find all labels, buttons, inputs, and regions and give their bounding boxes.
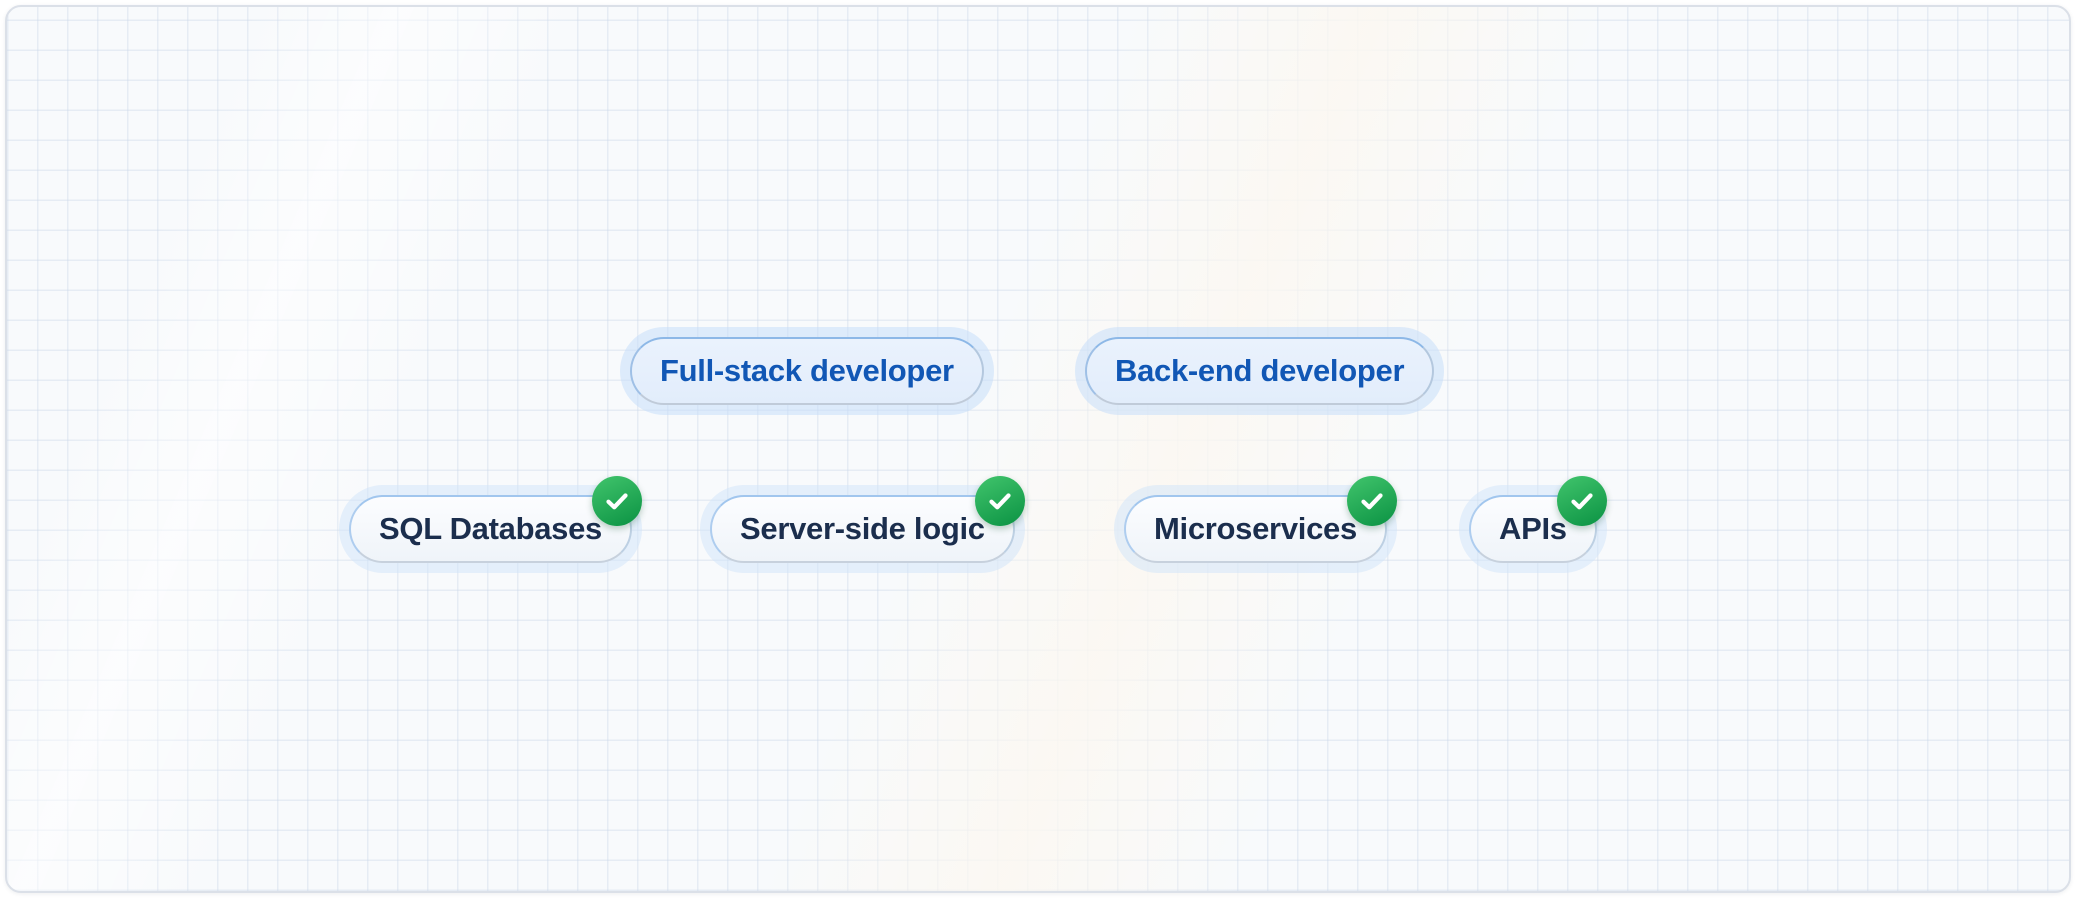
pill-label: APIs bbox=[1469, 495, 1597, 563]
pill-server-side-logic[interactable]: Server-side logic bbox=[700, 476, 1025, 573]
pill-label: Microservices bbox=[1124, 495, 1387, 563]
check-icon bbox=[1357, 486, 1387, 516]
pill-apis[interactable]: APIs bbox=[1459, 476, 1607, 573]
pill-label: Server-side logic bbox=[710, 495, 1015, 563]
pill-microservices[interactable]: Microservices bbox=[1114, 476, 1397, 573]
pill-label: Back-end developer bbox=[1085, 337, 1435, 405]
pill-full-stack-developer[interactable]: Full-stack developer bbox=[620, 327, 994, 415]
check-icon bbox=[985, 486, 1015, 516]
pill-sql-databases[interactable]: SQL Databases bbox=[339, 476, 642, 573]
check-badge bbox=[1346, 476, 1397, 526]
check-badge bbox=[974, 476, 1025, 526]
pill-label: Full-stack developer bbox=[630, 337, 984, 405]
pill-back-end-developer[interactable]: Back-end developer bbox=[1075, 327, 1445, 415]
grid-canvas: Full-stack developer Back-end developer … bbox=[5, 5, 2071, 893]
pill-label: SQL Databases bbox=[349, 495, 632, 563]
check-badge bbox=[1556, 476, 1607, 526]
check-badge bbox=[591, 476, 642, 526]
check-icon bbox=[1567, 486, 1597, 516]
check-icon bbox=[602, 486, 632, 516]
